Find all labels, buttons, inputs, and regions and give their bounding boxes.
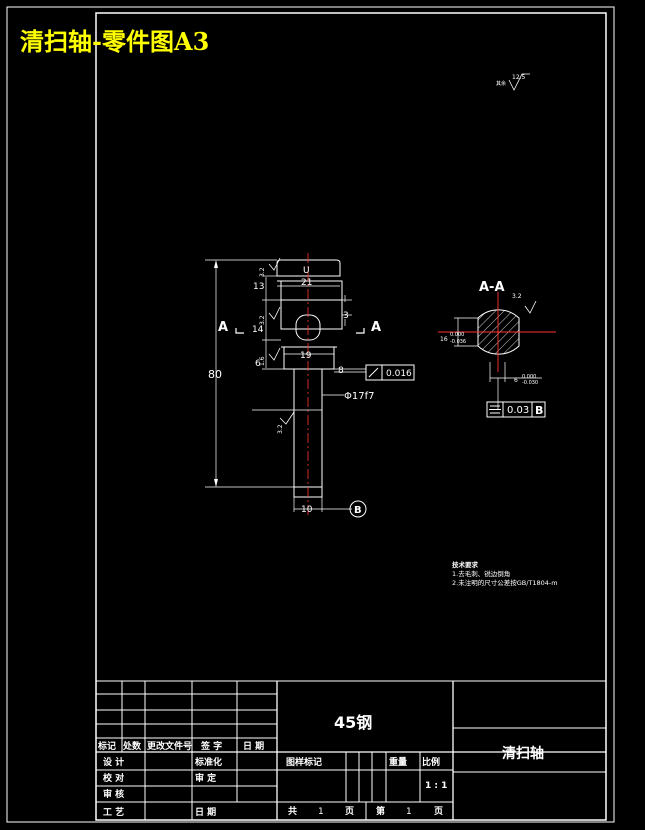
- svg-text:0.03: 0.03: [507, 405, 529, 416]
- general-roughness-value: 12.5: [512, 74, 526, 81]
- dim-slot-height: 3: [343, 311, 349, 321]
- general-roughness-prefix: 其余: [496, 80, 506, 87]
- svg-text:更改文件号: 更改文件号: [147, 740, 192, 752]
- dim-head-width: 21: [301, 278, 312, 288]
- svg-text:3.2: 3.2: [277, 424, 284, 434]
- title-block-labels: 标记 处数 更改文件号 签 字 日 期 设 计 标准化 校 对 审 定 审 核 …: [97, 740, 447, 818]
- part-front-view: [276, 259, 343, 498]
- dim-section-height: 16: [440, 336, 448, 343]
- svg-text:3.2: 3.2: [512, 293, 522, 300]
- general-roughness-symbol: 其余 12.5: [496, 73, 530, 91]
- svg-text:工 艺: 工 艺: [103, 806, 124, 818]
- svg-text:签 字: 签 字: [200, 740, 222, 752]
- dim-section-width-tol-upper: 0.000: [522, 374, 536, 380]
- section-cut-right: A: [356, 320, 381, 335]
- dim-section-width: 6: [514, 377, 518, 384]
- svg-text:B: B: [354, 505, 362, 516]
- svg-text:A: A: [371, 320, 381, 335]
- runout-tolerance-frame: 0.016: [334, 364, 415, 381]
- dim-section-tol-lower: -0.036: [450, 339, 466, 345]
- svg-text:审 核: 审 核: [103, 788, 124, 800]
- svg-text:3.2: 3.2: [259, 315, 266, 325]
- svg-text:重量: 重量: [389, 756, 407, 768]
- dim-neck-width: 19: [300, 351, 312, 361]
- svg-text:1.6: 1.6: [259, 356, 266, 366]
- roughness-symbol-5: 3.2: [512, 293, 537, 314]
- svg-text:日 期: 日 期: [243, 740, 264, 752]
- roughness-symbol-2: 3.2: [259, 306, 281, 325]
- dim-section-tol-upper: 0.000: [450, 332, 464, 338]
- outer-frame: [6, 6, 615, 823]
- dim-section-width-tol-lower: -0.030: [522, 380, 538, 386]
- section-cut-left: A: [218, 320, 244, 335]
- vertical-dimension-lines: [205, 259, 322, 488]
- svg-text:比例: 比例: [422, 756, 440, 768]
- roughness-symbol-4: 3.2: [277, 411, 295, 434]
- drawing-banner-title: 清扫轴-零件图A3: [20, 27, 210, 56]
- svg-text:B: B: [535, 404, 543, 417]
- svg-text:图样标记: 图样标记: [286, 756, 322, 768]
- symmetry-tolerance-frame: 0.03 B: [486, 401, 546, 418]
- svg-text:标记: 标记: [97, 740, 116, 752]
- svg-text:0.016: 0.016: [386, 369, 412, 379]
- svg-text:共: 共: [288, 805, 297, 817]
- svg-text:审 定: 审 定: [195, 772, 217, 784]
- section-view-title: A-A: [479, 280, 505, 295]
- dim-overall-length: 80: [208, 368, 222, 381]
- title-block-grid: [96, 680, 606, 820]
- head-mark-u: U: [303, 266, 310, 276]
- svg-text:1.去毛刺、锐边倒角: 1.去毛刺、锐边倒角: [452, 569, 510, 578]
- dim-slot-length: 14: [252, 325, 264, 335]
- svg-text:设 计: 设 计: [103, 756, 124, 768]
- svg-text:标准化: 标准化: [194, 756, 222, 768]
- svg-text:校 对: 校 对: [103, 772, 124, 784]
- dim-end-width: 10: [301, 505, 313, 515]
- horizontal-dimension-lines: [277, 285, 366, 512]
- svg-text:日 期: 日 期: [195, 806, 216, 818]
- part-name-label: 清扫轴: [502, 745, 544, 762]
- svg-text:1: 1: [318, 807, 324, 817]
- dim-bottom-length: 6: [255, 359, 261, 369]
- datum-b-marker: B: [349, 500, 367, 518]
- roughness-symbol-1: 3.2: [259, 257, 281, 277]
- dim-shaft-diameter: Φ17f7: [344, 391, 374, 402]
- roughness-symbol-3: 1.6: [259, 347, 281, 366]
- svg-text:3.2: 3.2: [259, 267, 266, 277]
- dim-step-width: 8: [338, 366, 344, 376]
- svg-text:第: 第: [376, 805, 385, 817]
- svg-text:A: A: [218, 320, 228, 335]
- technical-notes: 技术要求 1.去毛刺、锐边倒角 2.未注明的尺寸公差按GB/T1804-m: [452, 560, 558, 587]
- svg-text:1 : 1: 1 : 1: [425, 781, 447, 791]
- svg-text:处数: 处数: [122, 740, 142, 752]
- material-label: 45钢: [334, 713, 372, 732]
- svg-text:技术要求: 技术要求: [452, 560, 479, 569]
- section-dimension-lines: [454, 317, 542, 402]
- svg-text:1: 1: [406, 807, 412, 817]
- svg-text:2.未注明的尺寸公差按GB/T1804-m: 2.未注明的尺寸公差按GB/T1804-m: [452, 578, 558, 587]
- dim-top-length: 13: [253, 282, 264, 292]
- inner-frame: [95, 12, 607, 821]
- svg-text:页: 页: [434, 806, 443, 817]
- svg-text:页: 页: [345, 806, 354, 817]
